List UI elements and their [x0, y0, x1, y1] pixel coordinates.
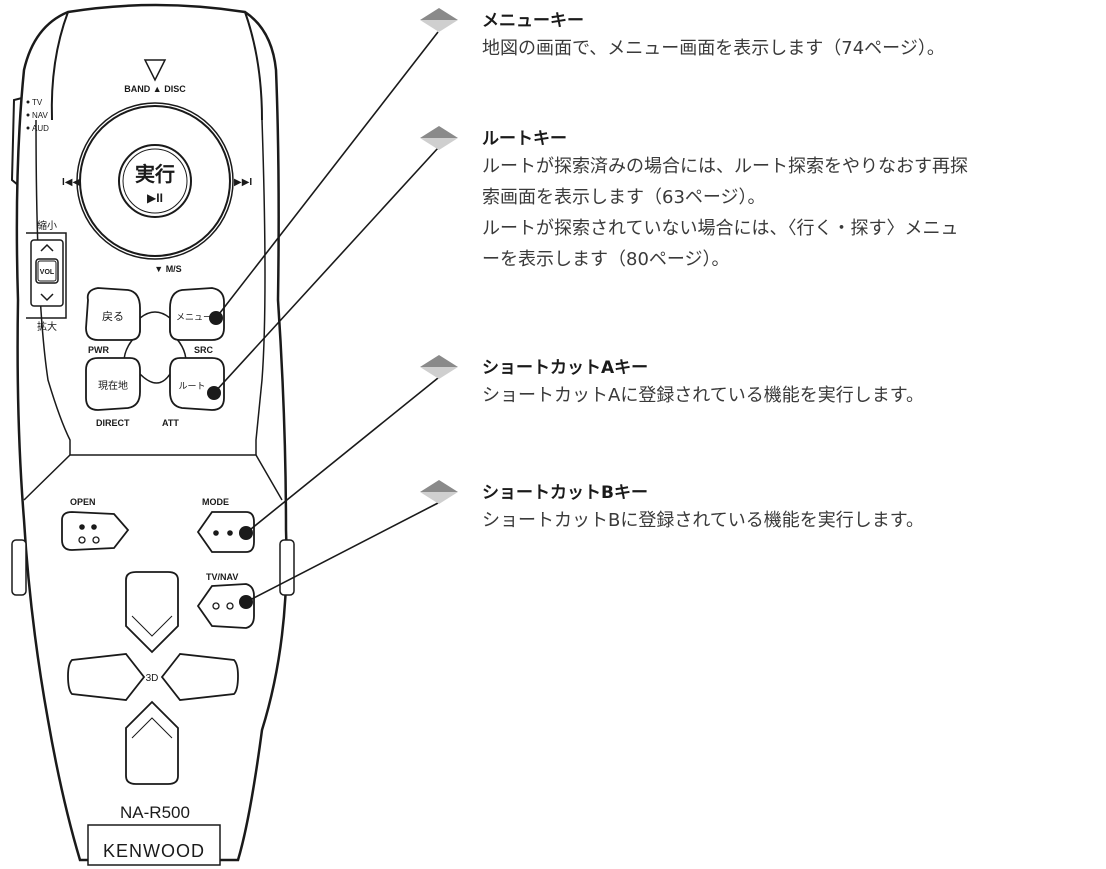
source-label-aud: AUD	[32, 124, 49, 133]
callout-title: ルートキー	[482, 129, 567, 149]
body-ridge-left	[50, 11, 69, 121]
callout-shortcut-b-key: ショートカットBキー ショートカットBに登録されている機能を実行します。	[482, 482, 1092, 536]
vol-up-arrow-icon	[40, 243, 54, 252]
mode-label: MODE	[202, 497, 229, 507]
callout-description: 地図の画面で、メニュー画面を表示します（74ページ）。	[482, 38, 945, 59]
tvnav-dot-1	[212, 602, 220, 610]
menu-button-label: メニュー	[176, 313, 212, 323]
tvnav-button[interactable]	[196, 583, 255, 629]
three-d-label: 3D	[146, 673, 159, 684]
callout-menu-key: メニューキー 地図の画面で、メニュー画面を表示します（74ページ）。	[482, 10, 1092, 64]
body-ridge-right	[244, 11, 263, 121]
play-pause-label: ▶II	[147, 191, 163, 205]
prev-track-icon[interactable]: I◀◀	[62, 177, 80, 188]
current-location-button[interactable]	[85, 357, 141, 411]
band-up-triangle[interactable]	[143, 59, 167, 82]
leader-dot-shortcut-b	[239, 595, 253, 609]
brand-logo: KENWOOD	[103, 841, 205, 861]
open-label: OPEN	[70, 497, 96, 507]
diamond-marker-shortcut-a-icon	[420, 355, 458, 379]
leader-line-shortcut-b	[245, 502, 439, 603]
callout-title: メニューキー	[482, 11, 584, 31]
brand-plate	[87, 824, 221, 866]
source-dot-tv	[26, 100, 30, 104]
menu-button[interactable]	[169, 287, 225, 341]
next-track-icon[interactable]: ▶▶I	[234, 177, 252, 188]
leader-line-shortcut-a	[245, 377, 439, 534]
back-button-label: 戻る	[102, 310, 124, 323]
band-disc-label: BAND ▲ DISC	[124, 84, 186, 94]
execute-button[interactable]	[118, 144, 192, 218]
dpad-up-button[interactable]	[125, 571, 179, 654]
dpad-right-button[interactable]	[160, 653, 239, 701]
vol-center-inner	[37, 260, 57, 282]
callout-shortcut-a-key: ショートカットAキー ショートカットAに登録されている機能を実行します。	[482, 357, 1092, 411]
zoom-in-label: 拡大	[37, 320, 57, 333]
dpad-up-shade	[131, 615, 173, 637]
model-name: NA-R500	[120, 803, 190, 822]
src-label: SRC	[194, 345, 214, 355]
callout-title: ショートカットAキー	[482, 358, 649, 378]
leader-dot-menu	[209, 311, 223, 325]
callout-description: ショートカットAに登録されている機能を実行します。	[482, 385, 924, 406]
leader-dot-route	[207, 386, 221, 400]
source-label-nav: NAV	[32, 111, 49, 120]
mode-dot-2	[227, 530, 233, 536]
open-dot-2	[91, 524, 97, 530]
vol-label: VOL	[40, 269, 55, 276]
dpad-down-button[interactable]	[125, 700, 179, 785]
side-grip-left	[11, 539, 27, 596]
dpad-left-button[interactable]	[67, 653, 146, 701]
execute-label: 実行	[135, 162, 175, 186]
route-button-label: ルート	[178, 382, 205, 392]
callout-route-key: ルートキー ルートが探索済みの場合には、ルート探索をやりなおす再探 索画面を表示…	[482, 128, 1092, 275]
att-label: ATT	[162, 418, 179, 428]
section-divider	[23, 454, 283, 501]
open-dot-3	[78, 536, 86, 544]
open-dot-1	[79, 524, 85, 530]
source-dot-nav	[26, 113, 30, 117]
leader-dot-shortcut-a	[239, 526, 253, 540]
source-label-tv: TV	[32, 98, 43, 107]
vol-center	[35, 258, 59, 284]
mode-dot-1	[213, 530, 219, 536]
tvnav-label: TV/NAV	[206, 572, 238, 582]
callout-title: ショートカットBキー	[482, 483, 648, 503]
diamond-marker-shortcut-b-icon	[420, 480, 458, 504]
side-grip-right	[279, 539, 295, 596]
zoom-out-label: 縮小	[37, 219, 57, 232]
source-switch[interactable]	[10, 97, 23, 186]
inner-panel	[35, 119, 266, 455]
open-dot-4	[92, 536, 100, 544]
current-location-label: 現在地	[98, 379, 128, 392]
callout-description: ショートカットBに登録されている機能を実行します。	[482, 510, 925, 531]
tvnav-dot-2	[226, 602, 234, 610]
direct-label: DIRECT	[96, 418, 130, 428]
back-button[interactable]	[85, 287, 141, 341]
leader-line-route	[213, 147, 439, 394]
pwr-label: PWR	[88, 345, 109, 355]
mode-button[interactable]	[196, 511, 255, 553]
zoom-rocker-housing	[26, 232, 67, 319]
diamond-marker-menu-icon	[420, 8, 458, 32]
diamond-marker-route-icon	[420, 126, 458, 150]
source-dot-aud	[26, 126, 30, 130]
callout-description: ルートが探索済みの場合には、ルート探索をやりなおす再探 索画面を表示します（63…	[482, 156, 968, 270]
dpad-down-shade	[131, 717, 173, 739]
ms-label: ▼ M/S	[154, 264, 181, 274]
execute-button-ring	[122, 148, 188, 214]
vol-down-arrow-icon	[40, 293, 54, 302]
leader-line-menu	[215, 31, 439, 319]
jog-dial-inner[interactable]	[79, 105, 231, 257]
